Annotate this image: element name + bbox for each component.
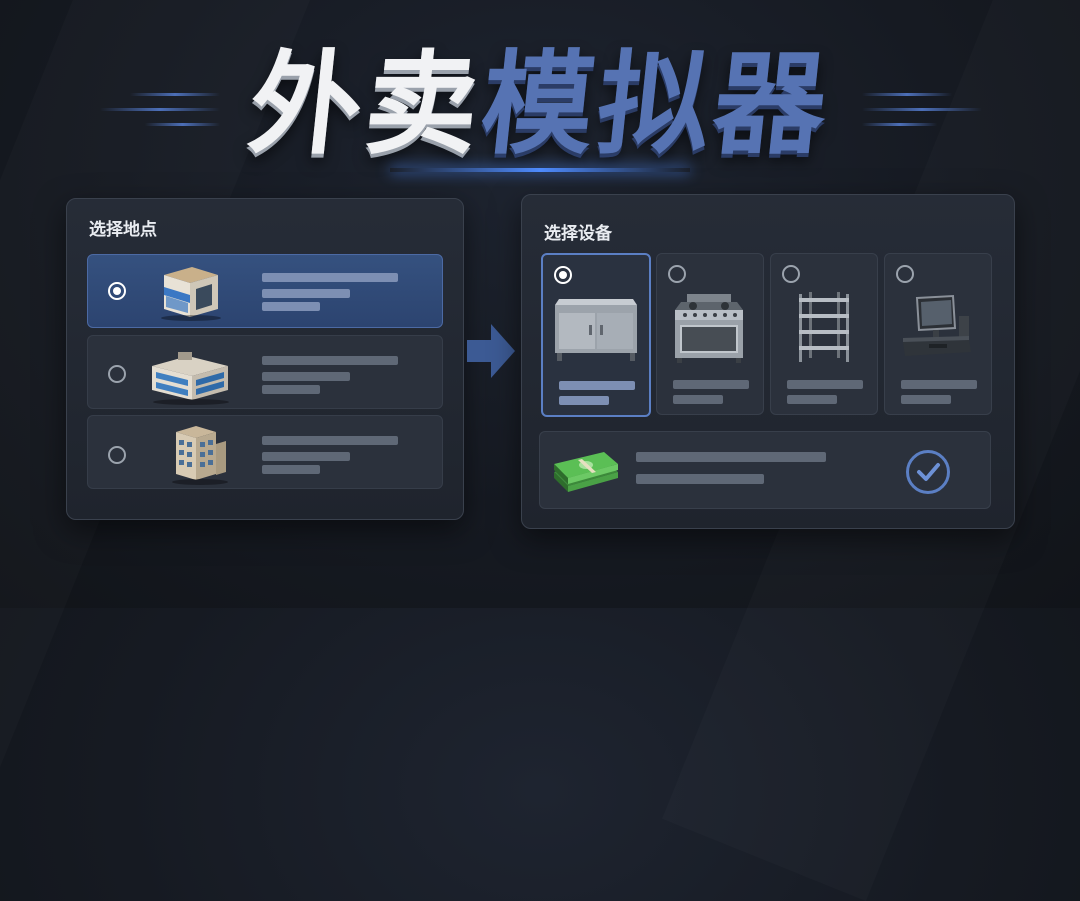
placeholder-line — [559, 396, 609, 405]
app-title: 外卖模拟器 — [0, 40, 1080, 170]
equipment-option-stove[interactable] — [656, 253, 764, 415]
equipment-option-pos[interactable] — [884, 253, 992, 415]
placeholder-line — [262, 289, 350, 298]
apartment-building-icon — [172, 426, 228, 485]
speed-line — [862, 108, 982, 111]
placeholder-line — [901, 395, 951, 404]
placeholder-line — [262, 385, 320, 394]
placeholder-line — [262, 372, 350, 381]
radio-button[interactable] — [108, 282, 126, 300]
placeholder-line — [262, 273, 398, 282]
placeholder-line — [262, 465, 320, 474]
placeholder-line — [262, 302, 320, 311]
speed-line — [100, 108, 220, 111]
placeholder-line — [636, 452, 826, 462]
stove-oven-icon — [675, 294, 743, 363]
speed-line — [862, 93, 952, 96]
placeholder-line — [673, 380, 749, 389]
radio-button[interactable] — [668, 265, 686, 283]
equipment-panel: 选择设备 — [521, 194, 1015, 529]
title-glow-line — [390, 168, 690, 172]
storefront-icon — [161, 267, 221, 321]
placeholder-line — [673, 395, 723, 404]
placeholder-line — [262, 452, 350, 461]
location-option-apartment[interactable] — [87, 415, 443, 489]
location-option-storefront[interactable] — [87, 254, 443, 328]
app-title-white: 外卖 — [243, 40, 489, 170]
radio-button[interactable] — [782, 265, 800, 283]
storage-shelf-icon — [799, 292, 849, 362]
app-title-blue: 模拟器 — [475, 40, 837, 170]
refrigerated-counter-icon — [555, 299, 637, 361]
location-option-office[interactable] — [87, 335, 443, 409]
speed-line — [145, 123, 220, 126]
money-stack-icon — [554, 452, 618, 492]
placeholder-line — [262, 436, 398, 445]
placeholder-line — [636, 474, 764, 484]
placeholder-line — [901, 380, 977, 389]
radio-button[interactable] — [554, 266, 572, 284]
location-panel: 选择地点 — [66, 198, 464, 520]
placeholder-line — [559, 381, 635, 390]
placeholder-line — [787, 380, 863, 389]
speed-line — [130, 93, 220, 96]
placeholder-line — [787, 395, 837, 404]
location-panel-title: 选择地点 — [89, 220, 157, 240]
pos-terminal-icon — [903, 294, 971, 356]
placeholder-line — [262, 356, 398, 365]
equipment-panel-title: 选择设备 — [544, 224, 612, 244]
equipment-option-counter[interactable] — [541, 253, 651, 417]
check-circle-icon[interactable] — [906, 450, 950, 494]
office-building-icon — [152, 352, 229, 405]
cost-summary — [539, 431, 991, 509]
radio-button[interactable] — [108, 365, 126, 383]
radio-button[interactable] — [896, 265, 914, 283]
equipment-option-shelf[interactable] — [770, 253, 878, 415]
arrow-right-icon — [467, 324, 515, 378]
radio-button[interactable] — [108, 446, 126, 464]
speed-line — [862, 123, 937, 126]
